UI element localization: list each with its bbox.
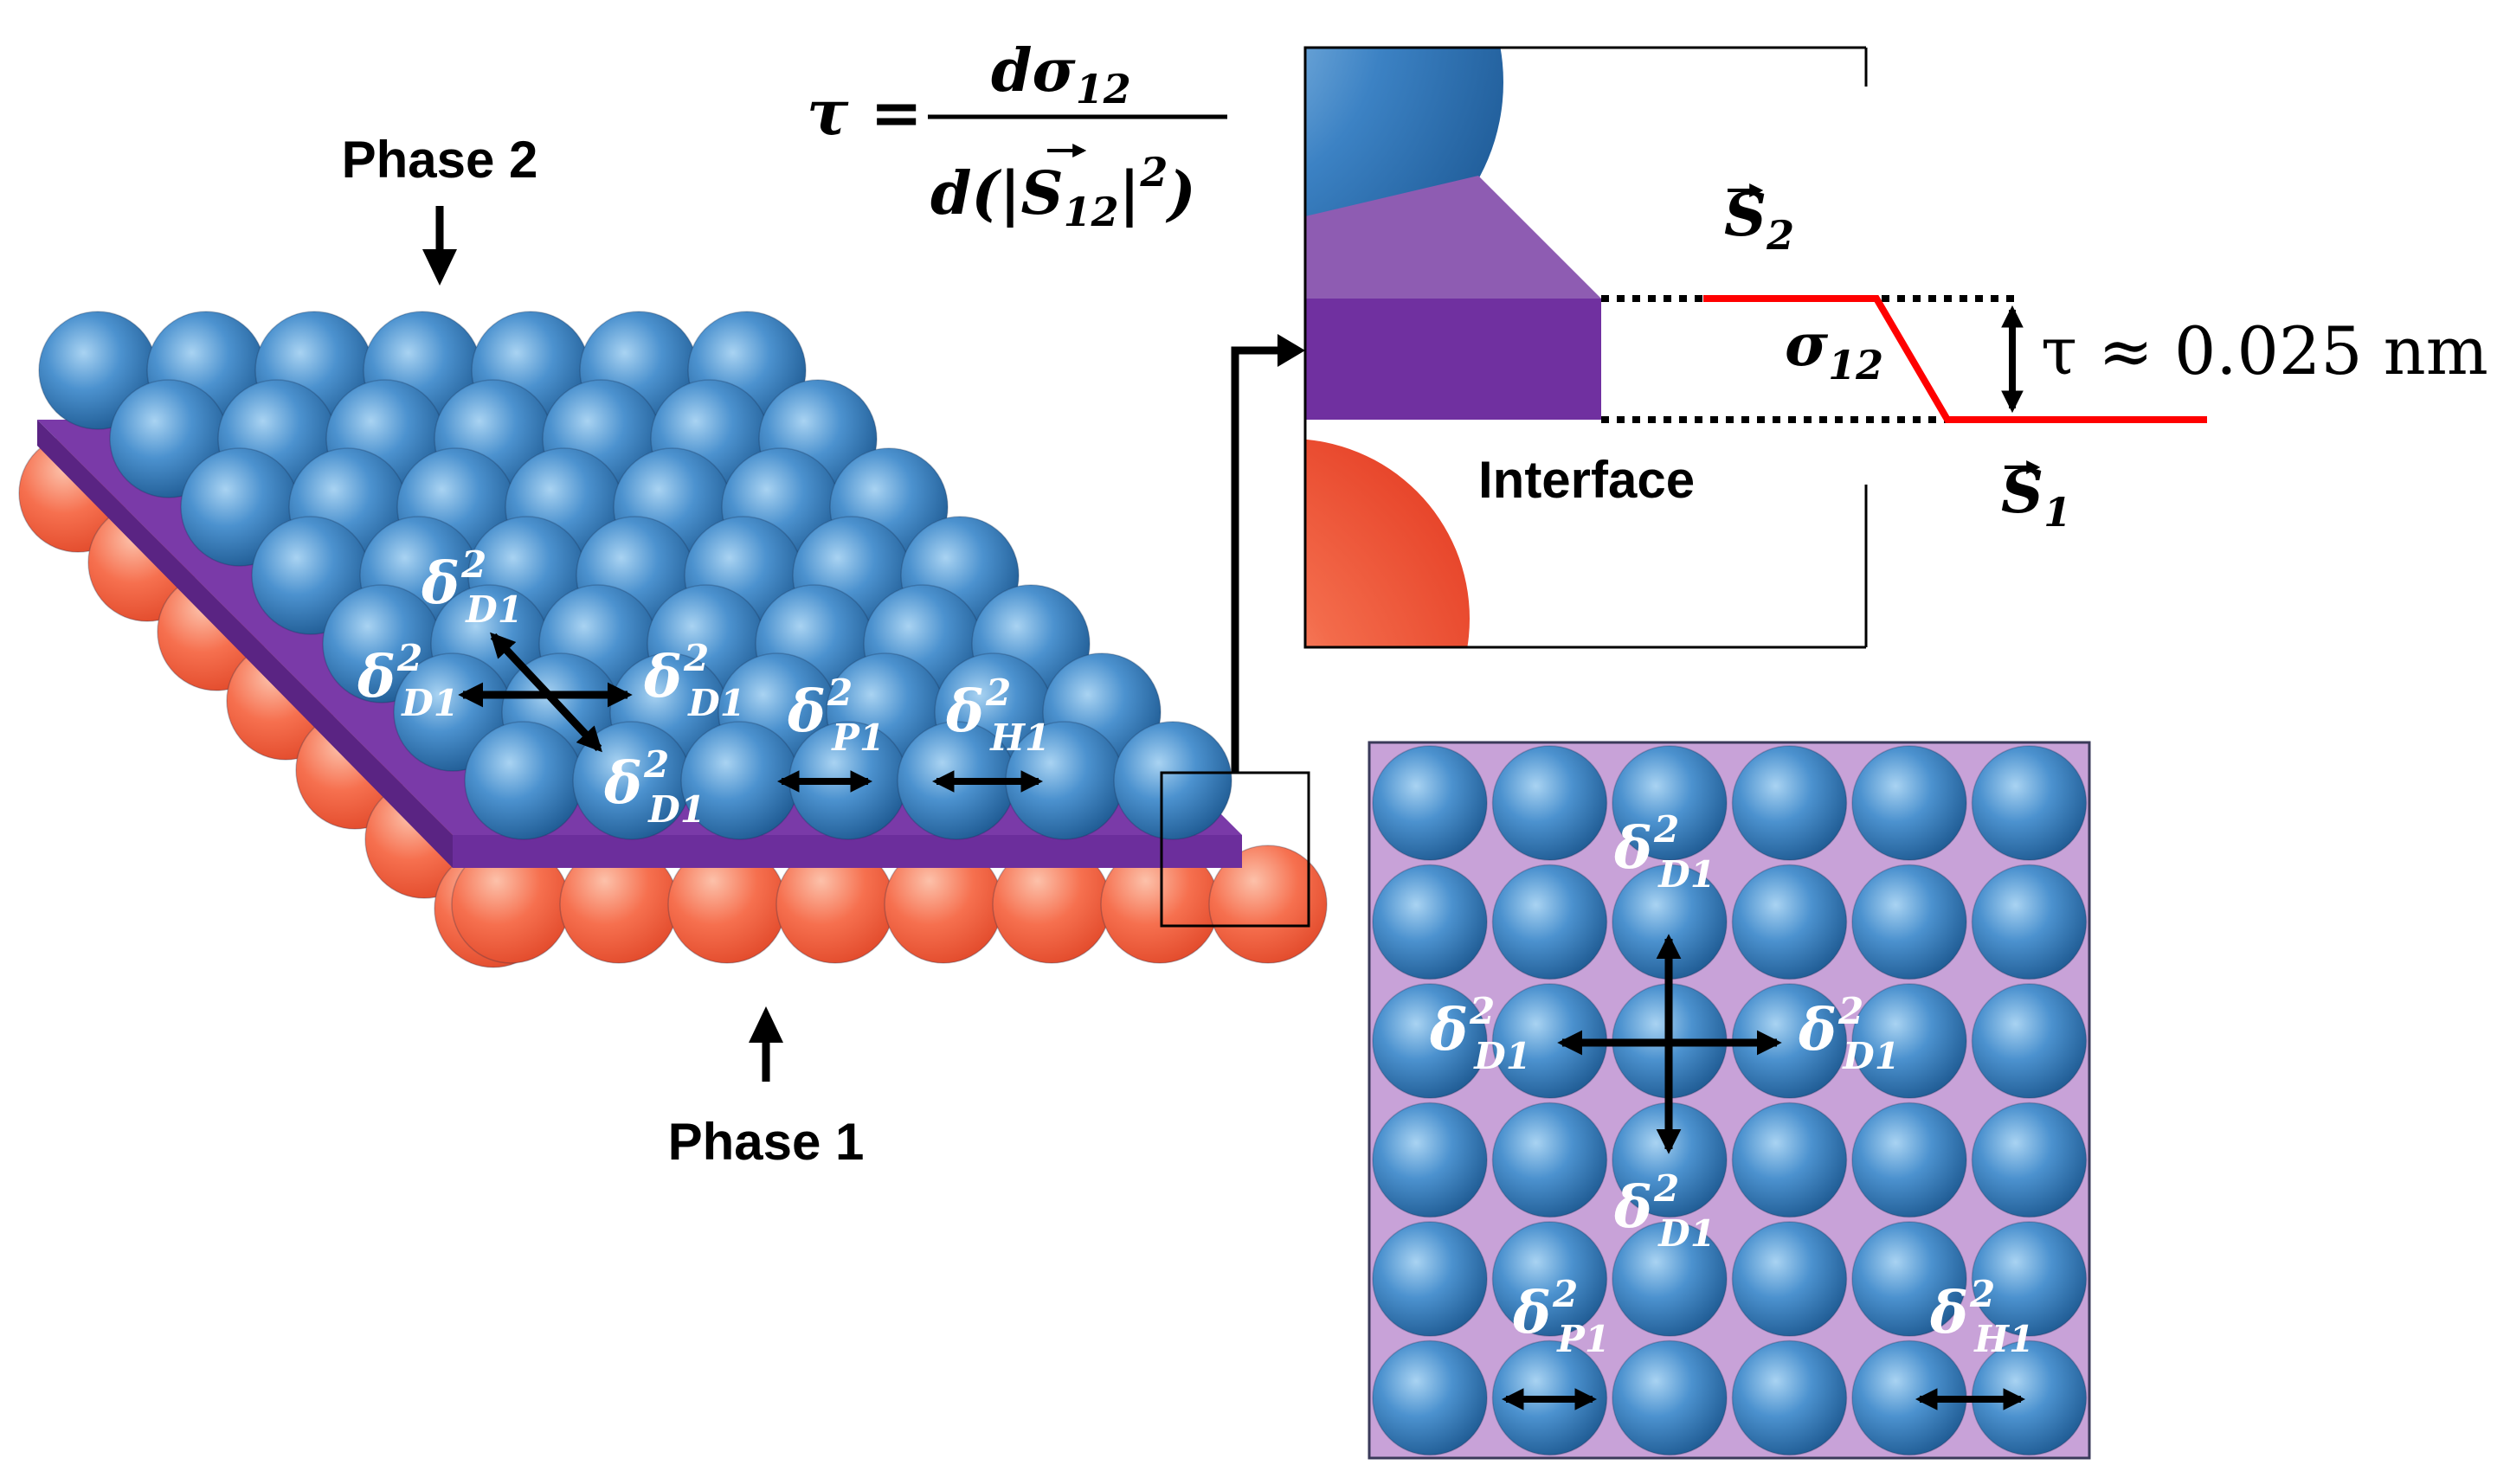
tension-profile-line: [1703, 295, 2207, 423]
grid-sphere: [1971, 1221, 2088, 1337]
grid-sphere: [1372, 1339, 1488, 1456]
grid-sphere: [1372, 983, 1488, 1099]
grid-sphere: [1851, 983, 1967, 1099]
grid-sphere: [1971, 745, 2088, 861]
grid-sphere: [1731, 1221, 1848, 1337]
phase2-arrow: [422, 206, 457, 286]
grid-sphere: [1731, 1102, 1848, 1218]
detail-red-sphere: [1305, 439, 1470, 647]
grid-sphere: [1971, 983, 2088, 1099]
grid-sphere: [1971, 864, 2088, 980]
grid-sphere: [1491, 745, 1608, 861]
grid-sphere: [1851, 745, 1967, 861]
blue-sphere: [464, 721, 583, 840]
grid-sphere: [1491, 1221, 1608, 1337]
detail-interface-gradient: [1305, 176, 1601, 299]
grid-background: [1368, 741, 2091, 1460]
red-sphere: [1208, 845, 1328, 964]
detail-interface-band: [1305, 299, 1601, 420]
grid-sphere: [1612, 745, 1728, 861]
grid-sphere: [1851, 1221, 1967, 1337]
grid-sphere: [1491, 864, 1608, 980]
phase1-label: Phase 1: [668, 1113, 865, 1171]
grid-sphere: [1731, 1339, 1848, 1456]
equation-denominator: d(|S12|2): [930, 149, 1196, 235]
grid-sphere: [1372, 864, 1488, 980]
grid-sphere: [1971, 1102, 2088, 1218]
grid-sphere: [1372, 1221, 1488, 1337]
grid-sphere: [1372, 1102, 1488, 1218]
equation-lhs: τ =: [807, 75, 923, 149]
sigma12-label: σ12: [1785, 311, 1883, 389]
interface-detail-panel: τ ≈ 0.025 nm Interface S2 S1 σ12: [1303, 46, 2488, 649]
blue-sphere: [1113, 721, 1232, 840]
phase2-label: Phase 2: [342, 131, 538, 189]
grid-sphere: [1731, 745, 1848, 861]
tension-equation: τ = dσ12 d(|S12|2): [807, 36, 1227, 235]
grid-sphere: [1851, 864, 1967, 980]
grid-sphere: [1731, 864, 1848, 980]
dispersion-arrows-grid: [1557, 934, 1782, 1154]
tau-value: τ ≈ 0.025 nm: [2041, 312, 2488, 389]
zoom-connector-arrow: [1231, 334, 1305, 773]
s1-label: S1: [2001, 458, 2071, 536]
grid-spheres: [1372, 745, 2088, 1456]
dispersion-arrows-3d: [458, 632, 633, 753]
grid-sphere: [1612, 1339, 1728, 1456]
equation-numerator: dσ12: [991, 36, 1131, 112]
grid-sphere: [1372, 745, 1488, 861]
panel-frame: [1303, 46, 1866, 649]
grid-sphere: [1491, 1102, 1608, 1218]
interface-label: Interface: [1478, 451, 1695, 509]
phase1-arrow: [749, 1006, 783, 1082]
grid-sphere: [1851, 1102, 1967, 1218]
grid-sphere: [1612, 1221, 1728, 1337]
s2-label: S2: [1724, 181, 1794, 259]
